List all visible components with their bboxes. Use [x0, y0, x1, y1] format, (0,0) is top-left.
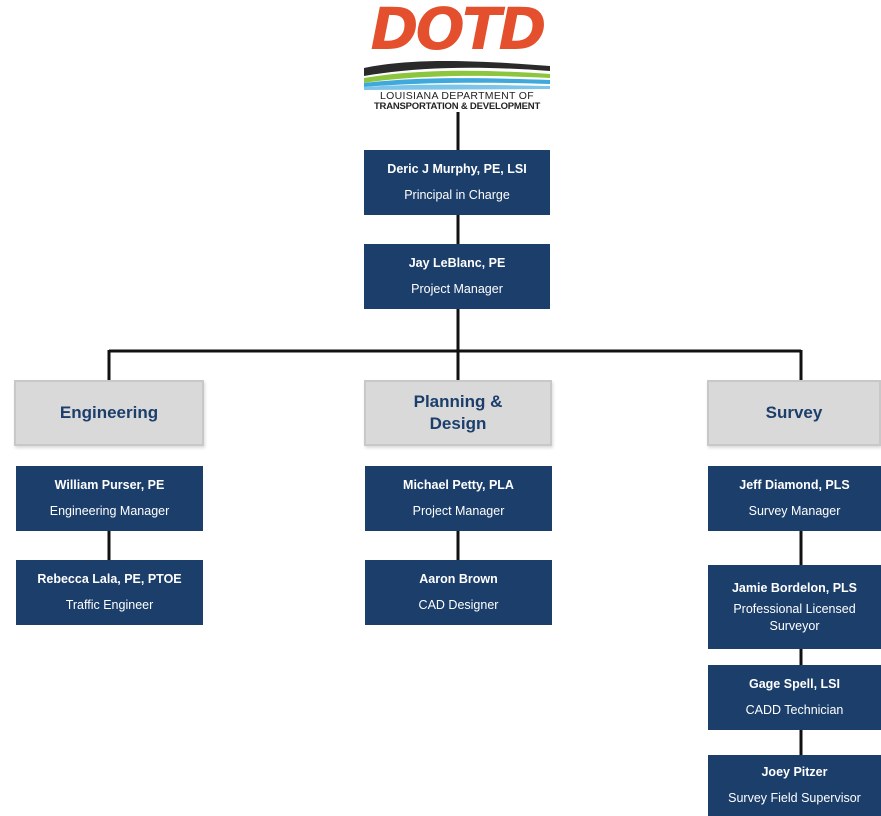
planning-staff-2-name: Aaron Brown [419, 572, 498, 586]
survey-staff-1-role: Survey Manager [748, 504, 841, 518]
org-box-project-manager: Jay LeBlanc, PE Project Manager [364, 244, 550, 309]
engineering-staff-2-role: Traffic Engineer [65, 598, 154, 612]
dotd-logo: DOTD LOUISIANA DEPARTMENT OF TRANSPORTAT… [362, 0, 552, 112]
logo-wordmark: DOTD [370, 0, 546, 63]
engineering-staff-2-name: Rebecca Lala, PE, PTOE [37, 572, 182, 586]
logo-line-1: LOUISIANA DEPARTMENT OF [380, 90, 534, 102]
planning-staff-1-role: Project Manager [412, 504, 505, 518]
planning-staff-1-name: Michael Petty, PLA [403, 478, 514, 492]
org-box-cadd-technician: Gage Spell, LSI CADD Technician [708, 665, 881, 730]
org-box-cad-designer: Aaron Brown CAD Designer [365, 560, 552, 625]
org-box-survey-manager: Jeff Diamond, PLS Survey Manager [708, 466, 881, 531]
logo-line-2: TRANSPORTATION & DEVELOPMENT [373, 101, 541, 112]
survey-staff-4-name: Joey Pitzer [761, 765, 828, 779]
engineering-staff-1-name: William Purser, PE [54, 478, 165, 492]
org-box-traffic-engineer: Rebecca Lala, PE, PTOE Traffic Engineer [16, 560, 203, 625]
project-manager-role: Project Manager [411, 282, 503, 296]
survey-staff-1-name: Jeff Diamond, PLS [739, 478, 850, 492]
org-box-professional-licensed-surveyor: Jamie Bordelon, PLS Professional License… [708, 565, 881, 649]
survey-staff-3-role: CADD Technician [745, 703, 844, 717]
principal-name: Deric J Murphy, PE, LSI [387, 162, 527, 176]
org-box-survey-field-supervisor: Joey Pitzer Survey Field Supervisor [708, 755, 881, 816]
survey-staff-2-name: Jamie Bordelon, PLS [731, 580, 858, 595]
department-planning-design: Planning & Design [364, 380, 552, 446]
logo-road-graphic [364, 61, 550, 90]
org-box-principal: Deric J Murphy, PE, LSI Principal in Cha… [364, 150, 550, 215]
org-box-planning-project-manager: Michael Petty, PLA Project Manager [365, 466, 552, 531]
project-manager-name: Jay LeBlanc, PE [408, 256, 506, 270]
survey-staff-3-name: Gage Spell, LSI [749, 677, 840, 691]
department-planning-design-title: Planning & Design [413, 392, 503, 433]
department-survey: Survey [707, 380, 881, 446]
principal-role: Principal in Charge [404, 188, 510, 202]
survey-staff-2-role: Professional Licensed Surveyor [733, 601, 856, 633]
org-box-engineering-manager: William Purser, PE Engineering Manager [16, 466, 203, 531]
survey-staff-4-role: Survey Field Supervisor [728, 791, 861, 805]
planning-staff-2-role: CAD Designer [418, 598, 499, 612]
department-survey-title: Survey [765, 403, 823, 422]
engineering-staff-1-role: Engineering Manager [49, 504, 170, 518]
department-engineering-title: Engineering [59, 403, 159, 422]
department-engineering: Engineering [14, 380, 204, 446]
